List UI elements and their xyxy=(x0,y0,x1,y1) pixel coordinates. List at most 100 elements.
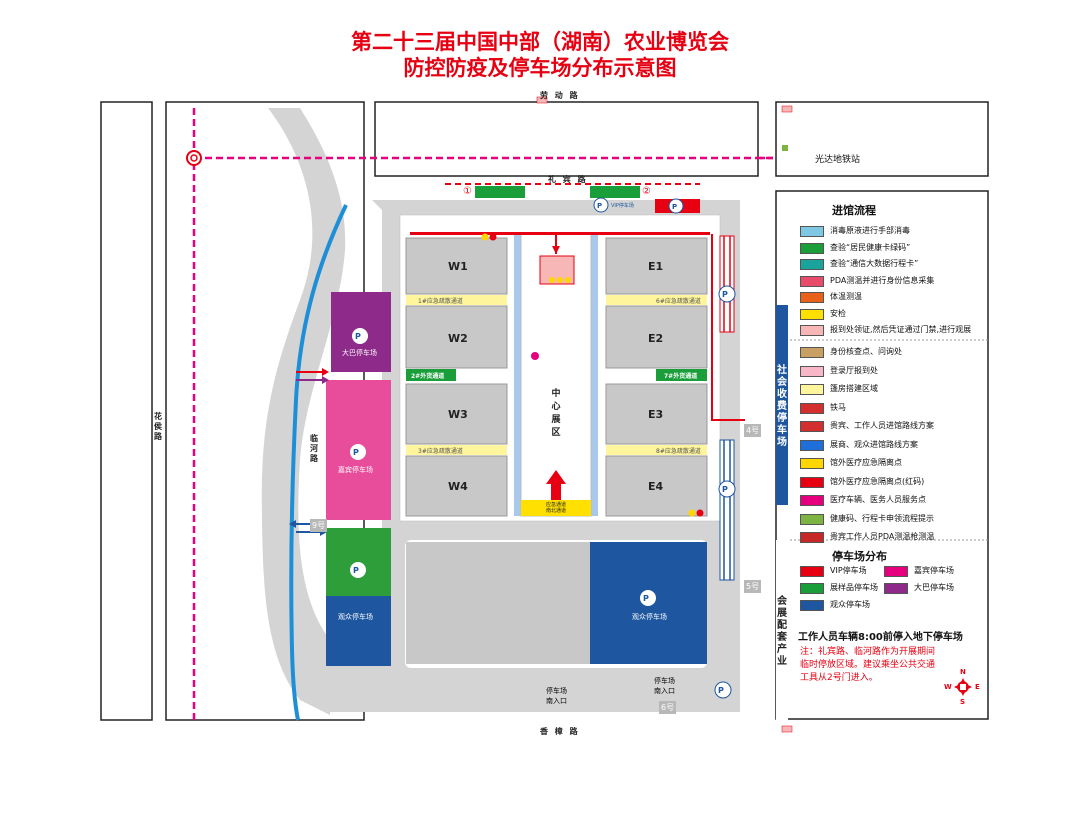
legend-swatch xyxy=(884,583,908,594)
legend-item-label: 嘉宾停车场 xyxy=(914,566,954,575)
hall-w3 xyxy=(405,383,508,445)
legend-item-label: 身份核查点、问询处 xyxy=(830,347,902,356)
bus-parking-label: 大巴停车场 xyxy=(342,349,377,357)
visitor-green-parking-label: 观众停车场 xyxy=(338,613,373,621)
legend-note-line: 注：礼宾路、临河路作为开展期间 xyxy=(800,647,936,657)
south-entrance-label: 停车场 南入口 xyxy=(546,687,567,705)
svg-text:P: P xyxy=(597,202,602,210)
hall-w4 xyxy=(405,455,508,517)
lane-w3 xyxy=(406,445,507,455)
south-entrance-label-2: 停车场 南入口 xyxy=(654,677,675,695)
legend-item-label: 健康码、行程卡申领流程提示 xyxy=(830,513,934,523)
hall-e4-label: E4 xyxy=(648,480,664,493)
compass-w: W xyxy=(944,683,952,691)
legend-item-label: 消毒原液进行手部消毒 xyxy=(830,226,910,235)
hall-w3-label: W3 xyxy=(448,408,468,421)
svg-text:P: P xyxy=(722,290,728,299)
road-south: 香 樟 路 xyxy=(540,727,580,736)
visitor-main-parking-label: 观众停车场 xyxy=(632,613,667,621)
legend-swatch xyxy=(800,325,824,336)
legend-item-label: 贵宾工作人员PDA测温枪测温 xyxy=(830,532,935,541)
legend-item-label: 大巴停车场 xyxy=(914,583,954,592)
lane-e6-label: 6#应急疏散通道 xyxy=(656,298,701,305)
parking-badge-icons: P P P P P P P P P xyxy=(350,197,736,699)
legend-item-label: 安检 xyxy=(830,308,846,318)
lane-w2 xyxy=(406,369,456,381)
medical-vehicle-icon xyxy=(531,352,539,360)
legend-item-label: 体温测温 xyxy=(830,292,862,301)
hall-e4 xyxy=(605,455,708,517)
center-entry-label: 应急通道 南北通道 xyxy=(545,502,566,514)
legend-swatch xyxy=(800,439,824,451)
gate1-marker: ① xyxy=(463,186,472,197)
north-block xyxy=(374,101,759,177)
expo-bar xyxy=(776,540,788,720)
legend-swatch xyxy=(800,532,824,543)
vip-route xyxy=(711,234,745,421)
legend-item-label: 查验“通信大数据行程卡” xyxy=(830,259,919,268)
legend-swatch xyxy=(800,495,824,506)
hall-w1-label: W1 xyxy=(448,260,468,273)
staff-parking-notice: 工作人员车辆8:00前停入地下停车场 xyxy=(798,632,963,643)
legend-item-label: 贵宾、工作人员进馆路线方案 xyxy=(830,421,934,430)
center-entry xyxy=(521,500,591,516)
legend-item-label: 查验“居民健康卡绿码” xyxy=(830,242,911,252)
hall-w2-label: W2 xyxy=(448,332,468,345)
hall-e2 xyxy=(605,305,708,369)
legend-swatch xyxy=(800,347,824,358)
legend-swatch xyxy=(800,365,824,377)
medical-point-yellow-icon xyxy=(481,233,489,241)
legend-item-label: 登录厅报到处 xyxy=(830,365,878,375)
barrier-top xyxy=(410,232,710,235)
legend-swatch xyxy=(800,458,824,469)
legend-swatch xyxy=(800,259,824,270)
legend-swatch xyxy=(800,583,824,594)
vip-entrance-label: VIP停车场 xyxy=(611,203,634,209)
road-libin: 礼 宾 路 xyxy=(548,175,588,184)
legend-swatch xyxy=(800,402,824,414)
road-west: 花侯路 xyxy=(154,412,162,441)
lane-e8-label: 8#应急疏散通道 xyxy=(656,448,701,455)
river xyxy=(289,204,348,721)
gate-4-label: 4号 xyxy=(744,424,762,437)
center-zone-label: 中心展区 xyxy=(551,389,561,438)
compass-s: S xyxy=(960,698,966,706)
legend-parking-title: 停车场分布 xyxy=(832,550,887,563)
legend-item-label: 展商、观众进馆路线方案 xyxy=(830,439,918,449)
svg-text:P: P xyxy=(672,203,677,211)
legend-swatch xyxy=(800,476,824,488)
compass-e: E xyxy=(975,683,980,691)
svg-text:P: P xyxy=(722,485,728,494)
legend-item-label: 观众停车场 xyxy=(830,600,870,609)
legend-swatch xyxy=(800,226,824,237)
svg-text:P: P xyxy=(353,566,359,575)
east-red-barrier xyxy=(719,235,735,333)
hall-e1-label: E1 xyxy=(648,260,664,273)
gate-5-label: 5号 xyxy=(744,580,762,593)
legend-item-label: 展样品停车场 xyxy=(830,583,878,592)
road-north: 劳 动 路 xyxy=(540,91,580,100)
legend-note-line: 工具从2号门进入。 xyxy=(800,673,878,683)
lane-w1 xyxy=(406,295,507,305)
guest-parking-label: 嘉宾停车场 xyxy=(338,466,373,474)
hall-w1 xyxy=(405,237,508,295)
legend-swatch xyxy=(800,308,824,320)
social-bar xyxy=(776,305,788,505)
legend-item-label: 馆外医疗应急隔离点 xyxy=(830,458,902,467)
svg-text:P: P xyxy=(355,332,361,341)
lane-w1-label: 1#应急疏散通道 xyxy=(418,298,463,305)
legend-swatch xyxy=(884,566,908,577)
compass-n: N xyxy=(960,668,966,676)
east-blue-barrier xyxy=(719,439,735,581)
svg-text:P: P xyxy=(718,686,724,695)
legend-note-line: 临时停放区域。建议乘坐公共交通 xyxy=(800,660,936,670)
center-arrow xyxy=(546,470,566,500)
lane-e7 xyxy=(656,369,707,381)
visitor-green-parking xyxy=(326,528,391,596)
metro-station-icon xyxy=(186,150,202,166)
road-linhe: 临河路 xyxy=(310,434,318,463)
hall-e2-label: E2 xyxy=(648,332,664,345)
legend-swatch xyxy=(800,600,824,611)
legend-item-label: 医疗车辆、医务人员服务点 xyxy=(830,495,926,504)
